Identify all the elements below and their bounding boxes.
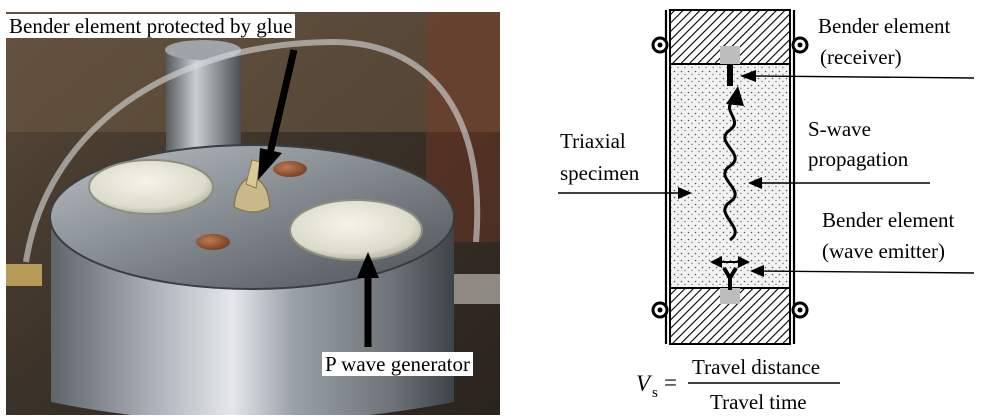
photo-label-bender-glue: Bender element protected by glue xyxy=(6,14,296,38)
fitting-right xyxy=(454,274,500,304)
vibration-arrow-right xyxy=(738,256,750,268)
brass-screw-top xyxy=(273,161,307,177)
p-wave-generator-disc xyxy=(289,199,423,261)
formula-symbol-v: V xyxy=(636,371,653,396)
leader-emitter xyxy=(750,265,975,277)
tubing xyxy=(23,38,481,263)
photo-label-p-wave-generator: P wave generator xyxy=(322,352,473,376)
o-ring-top-left xyxy=(651,36,669,54)
s-wave-arrowhead xyxy=(726,86,744,106)
o-ring-top-right xyxy=(791,36,809,54)
velocity-formula: V s = Travel distance Travel time xyxy=(636,355,840,414)
porous-disc-left xyxy=(88,159,214,215)
support-post xyxy=(166,50,241,160)
leader-receiver xyxy=(740,70,975,82)
glued-bender-element xyxy=(233,176,271,213)
leader-specimen xyxy=(558,187,692,199)
s-wave-path xyxy=(723,98,737,242)
receiver-mount xyxy=(720,46,740,64)
emitter-mount xyxy=(720,288,740,304)
vibration-arrow-left xyxy=(710,256,722,268)
label-swave-line2: propagation xyxy=(808,147,909,171)
receiver-bender-element xyxy=(727,64,733,86)
label-swave-line1: S-wave xyxy=(808,117,871,141)
formula-subscript-s: s xyxy=(652,385,658,401)
o-ring-bottom-right xyxy=(791,301,809,319)
label-specimen-line2: specimen xyxy=(560,161,640,185)
photo-label-bottom-box: P wave generator xyxy=(322,352,473,376)
emitter-bender-element xyxy=(722,266,738,290)
fitting-left xyxy=(6,264,42,286)
label-specimen-line1: Triaxial xyxy=(560,129,626,153)
leader-swave xyxy=(748,177,930,189)
bender-element-photo xyxy=(6,12,500,415)
label-emitter-line1: Bender element xyxy=(822,208,955,232)
formula-equals: = xyxy=(664,370,677,395)
triaxial-specimen xyxy=(670,64,790,288)
arrow-to-bender-element xyxy=(264,49,298,163)
brass-screw-bottom xyxy=(196,234,230,250)
photo-label-top-box: Bender element protected by glue xyxy=(6,14,296,38)
label-emitter-line2: (wave emitter) xyxy=(822,239,945,263)
triaxial-bender-schematic: Bender element (receiver) Triaxial speci… xyxy=(558,9,975,414)
formula-denominator: Travel time xyxy=(710,390,807,414)
formula-numerator: Travel distance xyxy=(692,355,820,379)
o-ring-bottom-left xyxy=(651,301,669,319)
label-receiver-line1: Bender element xyxy=(818,14,951,38)
label-receiver-line2: (receiver) xyxy=(820,45,902,69)
